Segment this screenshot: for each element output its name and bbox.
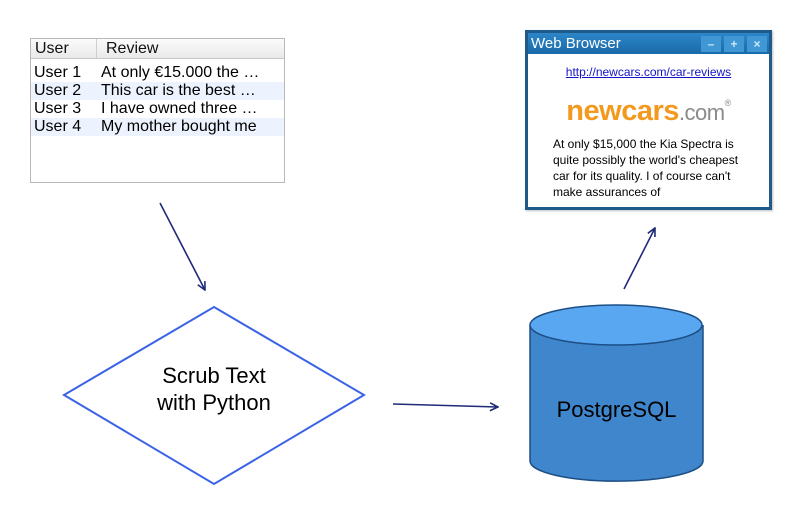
arrow-process-to-db [392, 404, 498, 407]
table-row[interactable]: User 4 My mother bought me [31, 118, 284, 136]
table-row[interactable]: User 2 This car is the best … [31, 82, 284, 100]
column-header-review[interactable]: Review [106, 40, 159, 57]
user-cell: User 2 [34, 82, 82, 99]
database-cylinder [529, 304, 704, 482]
close-button[interactable]: × [747, 35, 767, 52]
logo-new: new [566, 95, 622, 127]
arrow-table-to-process [159, 202, 205, 290]
database-label: PostgreSQL [556, 397, 677, 422]
browser-title: Web Browser [531, 35, 621, 52]
maximize-button[interactable]: + [724, 35, 744, 52]
process-label-line1: Scrub Text [162, 363, 266, 388]
table-row[interactable]: User 1 At only €15.000 the … [31, 64, 284, 82]
logo-tld: .com [678, 100, 725, 125]
column-header-user[interactable]: User [31, 39, 97, 58]
url-link[interactable]: http://newcars.com/car-reviews [565, 65, 732, 79]
table-header: User Review [31, 39, 284, 59]
browser-window: Web Browser – + × http://newcars.com/car… [525, 30, 772, 210]
minimize-button[interactable]: – [701, 35, 721, 52]
newcars-logo: newcars.com® [528, 86, 769, 130]
browser-titlebar[interactable]: Web Browser – + × [528, 33, 769, 54]
review-table: User Review User 1 At only €15.000 the …… [30, 38, 285, 183]
process-diamond [62, 305, 366, 486]
process-label-line2: with Python [157, 390, 271, 415]
logo-registered-mark: ® [724, 98, 732, 108]
table-row[interactable]: User 3 I have owned three … [31, 100, 284, 118]
process-label: Scrub Text with Python [124, 362, 304, 416]
table-body: User 1 At only €15.000 the … User 2 This… [31, 59, 284, 136]
window-controls: – + × [701, 35, 769, 52]
review-text: At only $15,000 the Kia Spectra is quite… [553, 137, 739, 199]
user-cell: User 4 [34, 118, 82, 135]
user-cell: User 3 [34, 100, 82, 117]
arrow-db-to-browser [623, 228, 655, 290]
logo-cars: cars [621, 95, 679, 127]
user-cell: User 1 [34, 64, 82, 81]
